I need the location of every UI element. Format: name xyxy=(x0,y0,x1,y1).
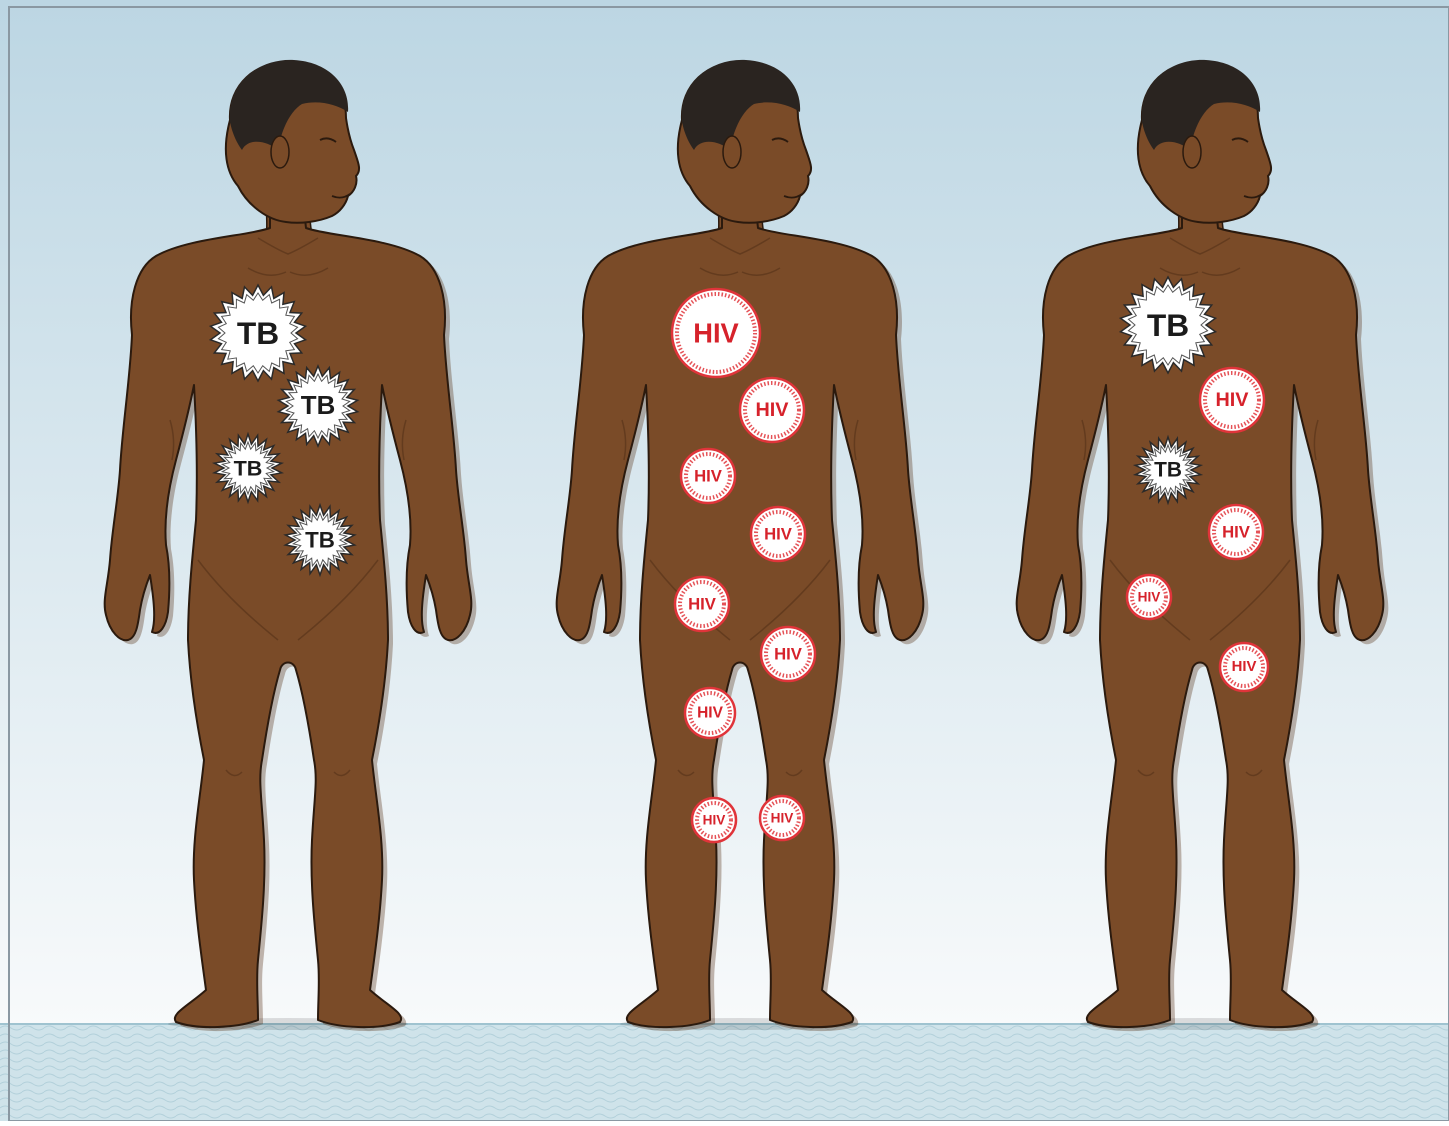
hiv-marker: HIV xyxy=(675,577,729,631)
hiv-marker: HIV xyxy=(685,688,735,738)
hiv-label: HIV xyxy=(697,705,724,722)
hiv-marker: HIV xyxy=(681,449,735,503)
tb-label: TB xyxy=(1147,307,1189,343)
hiv-label: HIV xyxy=(774,645,803,664)
ear xyxy=(723,136,741,168)
hiv-marker: HIV xyxy=(1220,643,1268,691)
hiv-label: HIV xyxy=(771,811,794,826)
hiv-label: HIV xyxy=(1138,590,1161,605)
hiv-marker: HIV xyxy=(672,289,760,377)
ear xyxy=(271,136,289,168)
tb-label: TB xyxy=(237,315,279,351)
hiv-marker: HIV xyxy=(1209,505,1263,559)
tb-label: TB xyxy=(301,392,336,420)
tb-label: TB xyxy=(1154,459,1182,482)
hiv-label: HIV xyxy=(693,318,739,349)
hiv-label: HIV xyxy=(764,525,793,544)
tb-label: TB xyxy=(234,456,263,481)
hiv-marker: HIV xyxy=(760,796,804,840)
hiv-marker: HIV xyxy=(1200,368,1264,432)
hiv-label: HIV xyxy=(694,467,723,486)
hiv-label: HIV xyxy=(1222,523,1251,542)
floor-texture xyxy=(0,1024,1449,1121)
ear xyxy=(1183,136,1201,168)
hiv-marker: HIV xyxy=(1127,575,1171,619)
hiv-label: HIV xyxy=(703,813,726,828)
hiv-marker: HIV xyxy=(751,507,805,561)
hiv-marker: HIV xyxy=(740,378,804,442)
tb-label: TB xyxy=(305,528,335,553)
hiv-marker: HIV xyxy=(692,798,736,842)
hiv-label: HIV xyxy=(756,399,790,421)
hiv-marker: HIV xyxy=(761,627,815,681)
hiv-label: HIV xyxy=(1232,659,1257,675)
hiv-label: HIV xyxy=(688,595,717,614)
hiv-label: HIV xyxy=(1216,389,1250,411)
